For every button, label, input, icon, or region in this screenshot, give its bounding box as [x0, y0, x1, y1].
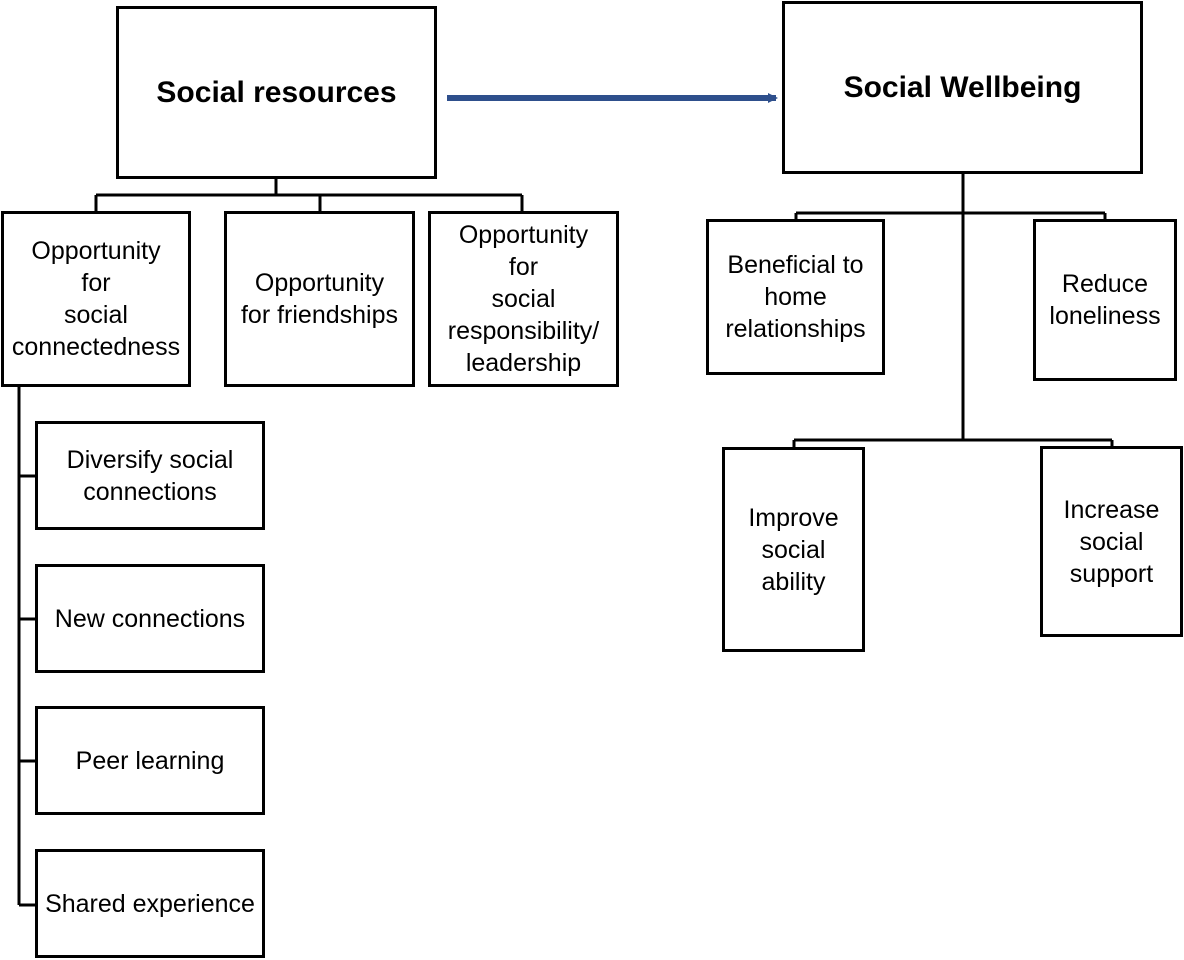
social-resources-box: Social resources	[116, 6, 437, 179]
right-tree-connectors	[792, 173, 1114, 448]
opportunity-friendships-label: Opportunity for friendships	[240, 269, 399, 329]
opportunity-social-connectedness-label: Opportunity for social connectedness	[11, 237, 181, 361]
opportunity-social-connectedness-box: Opportunity for social connectedness	[1, 211, 191, 387]
reduce-loneliness-label: Reduce loneliness	[1049, 270, 1161, 330]
reduce-loneliness-box: Reduce loneliness	[1033, 219, 1177, 381]
new-connections-box: New connections	[35, 564, 265, 673]
peer-learning-box: Peer learning	[35, 706, 265, 815]
improve-social-ability-label: Improve social ability	[748, 503, 839, 596]
social-wellbeing-label: Social Wellbeing	[843, 70, 1082, 104]
diversify-social-connections-box: Diversify social connections	[35, 421, 265, 530]
opportunity-social-responsibility-label: Opportunity for social responsibility/ l…	[447, 221, 600, 377]
shared-experience-box: Shared experience	[35, 849, 265, 958]
increase-social-support-box: Increase social support	[1040, 446, 1183, 637]
shared-experience-label: Shared experience	[45, 889, 255, 918]
beneficial-home-relationships-box: Beneficial to home relationships	[706, 219, 885, 375]
opportunity-friendships-box: Opportunity for friendships	[224, 211, 415, 387]
beneficial-home-relationships-label: Beneficial to home relationships	[725, 251, 866, 343]
improve-social-ability-box: Improve social ability	[722, 447, 865, 652]
social-resources-label: Social resources	[156, 75, 397, 109]
opportunity-social-responsibility-box: Opportunity for social responsibility/ l…	[428, 211, 619, 387]
peer-learning-label: Peer learning	[75, 746, 225, 775]
social-wellbeing-box: Social Wellbeing	[782, 1, 1143, 174]
diversify-social-connections-label: Diversify social connections	[66, 445, 234, 506]
left-tree-connectors	[17, 178, 524, 907]
increase-social-support-label: Increase social support	[1063, 495, 1160, 588]
new-connections-label: New connections	[54, 604, 246, 633]
